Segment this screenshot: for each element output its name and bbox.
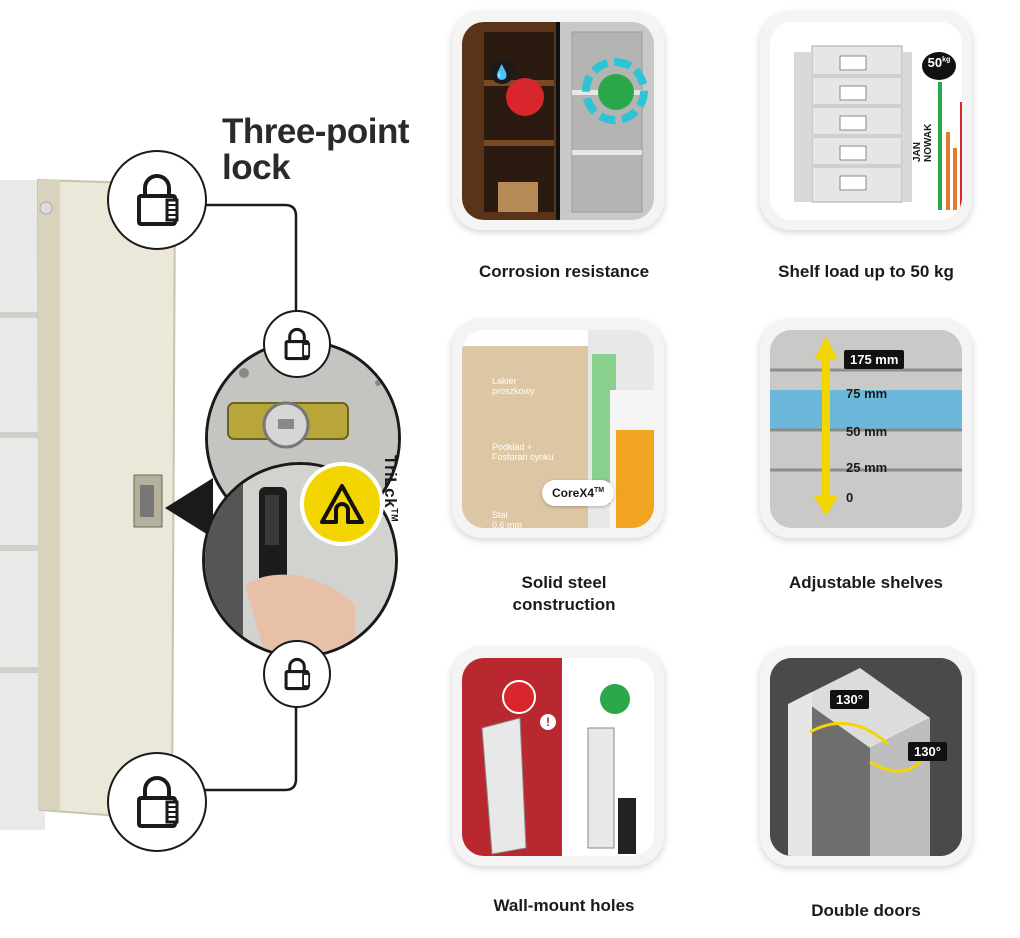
height-tick-50: 50 mm — [846, 424, 888, 439]
door-angle-right: 130° — [908, 742, 947, 761]
happy-face-icon — [598, 74, 634, 110]
trilock-logo-badge — [300, 462, 384, 546]
padlock-icon — [137, 776, 179, 828]
load-badge: 50kg — [922, 52, 956, 80]
feature-tile-doors: 130° 130° — [760, 648, 972, 866]
padlock-icon — [284, 657, 311, 691]
feature-caption-corrosion: Corrosion resistance — [478, 262, 650, 281]
padlock-icon — [137, 174, 179, 226]
warning-icon: ! — [540, 714, 556, 730]
feature-tile-shelves: 175 mm 75 mm 50 mm 25 mm 0 — [760, 320, 972, 538]
padlock-icon — [284, 327, 311, 361]
height-tick-25: 25 mm — [846, 460, 888, 475]
lock-connector-lines — [165, 203, 298, 792]
height-tick-75: 75 mm — [846, 386, 888, 401]
sad-face-icon — [502, 680, 536, 714]
feature-tile-corrosion: 💧 — [452, 12, 664, 230]
water-drop-icon: 💧 — [490, 60, 514, 84]
feature-caption-wall-mount: Wall-mount holes — [493, 896, 635, 915]
happy-face-icon — [600, 684, 630, 714]
padlock-badge-top — [107, 150, 207, 250]
feature-caption-doors: Double doors — [811, 901, 921, 920]
layer-label-paint: Lakier proszkowy — [492, 376, 535, 396]
brand-label: JAN NOWAK — [912, 123, 934, 162]
door-angle-left: 130° — [830, 690, 869, 709]
feature-tile-wall-mount: ! — [452, 648, 664, 866]
trilock-label: TriLckTM — [381, 455, 400, 523]
layer-label-steel: Stal 0,6 mm — [492, 510, 523, 528]
feature-tile-shelf-load: 50kg JAN NOWAK — [760, 12, 972, 230]
height-top-label: 175 mm — [844, 350, 905, 369]
sad-face-icon — [506, 78, 544, 116]
padlock-badge-lower-small — [263, 640, 331, 708]
cabinet-illustration — [0, 178, 177, 830]
height-tick-0: 0 — [846, 490, 854, 505]
core-badge: CoreX4TM — [542, 480, 615, 506]
layer-label-primer: Podkład + Fosforan cynku — [492, 442, 554, 462]
feature-caption-steel: Solid steel construction — [512, 573, 616, 614]
feature-caption-shelves: Adjustable shelves — [788, 573, 943, 592]
trilock-logo-icon — [320, 484, 364, 524]
feature-caption-shelf-load: Shelf load up to 50 kg — [778, 262, 954, 281]
padlock-badge-bottom — [107, 752, 207, 852]
feature-tile-steel: Lakier proszkowy Podkład + Fosforan cynk… — [452, 320, 664, 538]
page-title: Three-point lock — [222, 112, 409, 187]
padlock-badge-upper-small — [263, 310, 331, 378]
recycle-arrows-icon — [582, 58, 648, 124]
